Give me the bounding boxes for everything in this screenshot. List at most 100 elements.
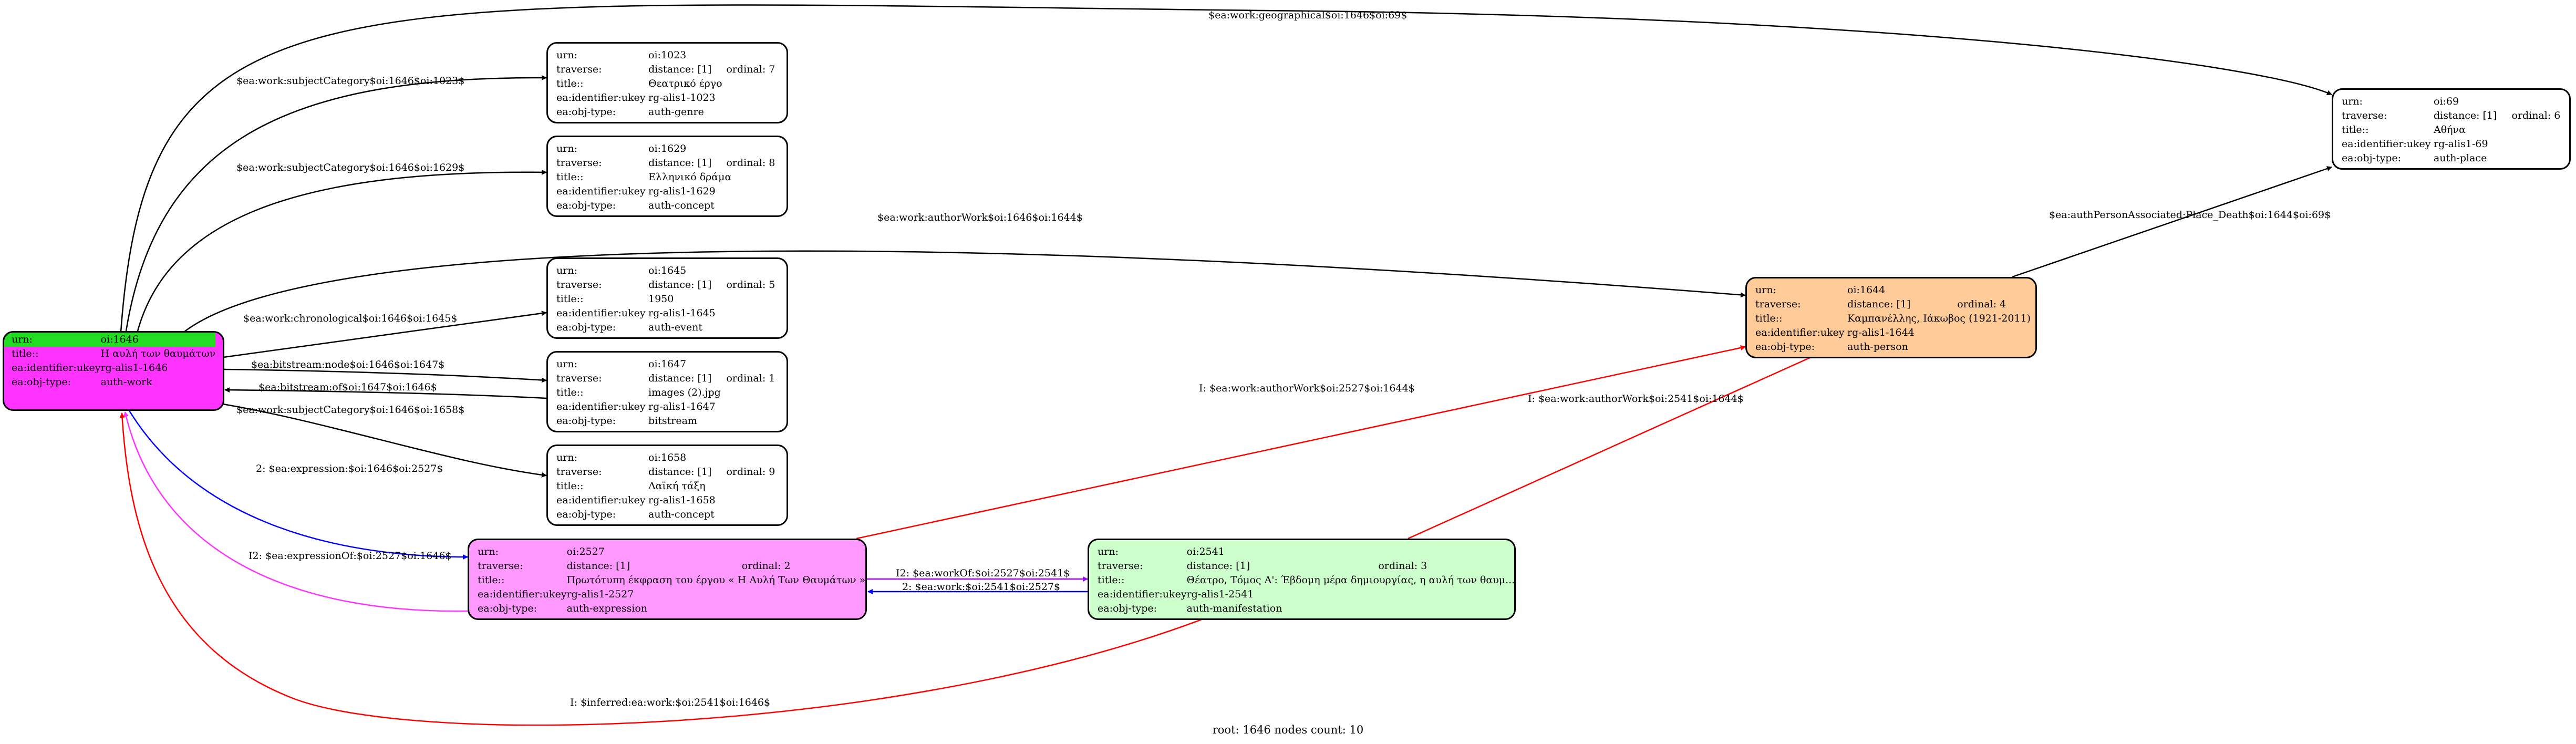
ukey-value: rg-alis1-1646 bbox=[100, 361, 168, 374]
urn-value: oi:1645 bbox=[648, 265, 687, 276]
label-inferred-work: I: $inferred:ea:work:$oi:2541$oi:1646$ bbox=[570, 697, 770, 708]
ordinal-value: ordinal: 7 bbox=[726, 63, 775, 75]
node-1645[interactable]: urn:oi:1645 traverse:distance: [1]ordina… bbox=[546, 257, 788, 339]
field-label: title:: bbox=[556, 171, 584, 183]
node-69[interactable]: urn:oi:69 traverse:distance: [1]ordinal:… bbox=[2332, 88, 2571, 170]
ordinal-value: ordinal: 6 bbox=[2511, 109, 2561, 121]
distance-value: distance: [1] bbox=[648, 63, 712, 75]
field-label: traverse: bbox=[556, 63, 602, 75]
objtype-value: auth-genre bbox=[648, 106, 704, 118]
field-label: ea:obj-type: bbox=[478, 602, 537, 614]
urn-value: oi:2541 bbox=[1186, 546, 1225, 557]
objtype-value: auth-expression bbox=[566, 602, 648, 614]
edge-bitstream-node bbox=[223, 368, 547, 383]
field-label: ea:identifier:ukey bbox=[2342, 138, 2431, 150]
edge-expression-of bbox=[123, 411, 468, 612]
objtype-value: auth-manifestation bbox=[1186, 602, 1282, 614]
label-inferred-author-2527: I: $ea:work:authorWork$oi:2527$oi:1644$ bbox=[1199, 383, 1415, 394]
field-label: ea:obj-type: bbox=[2342, 152, 2402, 164]
node-1647[interactable]: urn:oi:1647 traverse:distance: [1]ordina… bbox=[546, 351, 788, 432]
ukey-value: rg-alis1-2541 bbox=[1186, 588, 1254, 600]
label-chronological: $ea:work:chronological$oi:1646$oi:1645$ bbox=[243, 313, 457, 324]
graph-footer: root: 1646 nodes count: 10 bbox=[1212, 724, 1364, 736]
field-label: traverse: bbox=[1098, 560, 1143, 572]
field-label: ea:identifier:ukey bbox=[478, 588, 567, 600]
field-label: ea:identifier:ukey bbox=[556, 91, 646, 104]
distance-value: distance: [1] bbox=[648, 278, 712, 291]
distance-value: distance: [1] bbox=[648, 157, 712, 169]
node-1023[interactable]: urn:oi:1023 traverse:distance: [1]ordina… bbox=[546, 42, 788, 123]
field-label: traverse: bbox=[2342, 109, 2387, 121]
node-2527[interactable]: urn:oi:2527 traverse:distance: [1]ordina… bbox=[468, 539, 867, 620]
label-inferred-author-2541: I: $ea:work:authorWork$oi:2541$oi:1644$ bbox=[1528, 393, 1744, 405]
field-label: ea:identifier:ukey bbox=[556, 400, 646, 412]
field-label: ea:obj-type: bbox=[556, 199, 616, 211]
field-label: title:: bbox=[1755, 312, 1783, 324]
edge-subject-1629 bbox=[137, 169, 547, 332]
field-label: ea:obj-type: bbox=[556, 106, 616, 118]
field-label: traverse: bbox=[478, 560, 523, 572]
field-label: urn: bbox=[4, 333, 101, 347]
title-value: Θεατρικό έργο bbox=[648, 77, 722, 89]
urn-value: oi:1646 bbox=[100, 333, 216, 347]
ukey-value: rg-alis1-69 bbox=[2434, 138, 2488, 150]
field-label: ea:obj-type: bbox=[12, 376, 71, 388]
ordinal-value: ordinal: 5 bbox=[726, 278, 775, 291]
title-value: Θέατρο, Τόμος Α': Έβδομη μέρα δημιουργία… bbox=[1186, 574, 1515, 586]
node-2541[interactable]: urn:oi:2541 traverse:distance: [1]ordina… bbox=[1088, 539, 1516, 620]
field-label: urn: bbox=[478, 546, 499, 557]
field-label: urn: bbox=[556, 49, 577, 61]
title-value: Αθήνα bbox=[2434, 123, 2466, 136]
field-label: urn: bbox=[556, 358, 577, 370]
urn-value: oi:1647 bbox=[648, 358, 687, 370]
field-label: ea:identifier:ukey bbox=[556, 185, 646, 197]
field-label: traverse: bbox=[1755, 298, 1801, 310]
label-work-of: I2: $ea:workOf:$oi:2527$oi:2541$ bbox=[896, 567, 1070, 579]
edge-author-work bbox=[183, 250, 1746, 333]
label-subject-1023: $ea:work:subjectCategory$oi:1646$oi:1023… bbox=[236, 75, 464, 87]
urn-value: oi:1658 bbox=[648, 452, 687, 463]
distance-value: distance: [1] bbox=[2434, 109, 2497, 121]
title-value: Λαϊκή τάξη bbox=[648, 480, 706, 492]
objtype-value: auth-work bbox=[100, 376, 152, 388]
title-value: Η αυλή των θαυμάτων bbox=[100, 347, 216, 359]
urn-value: oi:1629 bbox=[648, 143, 687, 154]
edge-inferred-author-2541 bbox=[1408, 348, 1829, 540]
edge-subject-1658 bbox=[210, 401, 547, 478]
node-root-1646[interactable]: urn:oi:1646 title::Η αυλή των θαυμάτων e… bbox=[3, 331, 224, 411]
objtype-value: auth-event bbox=[648, 321, 702, 333]
ordinal-value: ordinal: 1 bbox=[726, 372, 775, 384]
urn-value: oi:2527 bbox=[566, 546, 605, 557]
title-value: Καμπανέλλης, Ιάκωβος (1921-2011) bbox=[1847, 312, 2031, 324]
label-work: 2: $ea:work:$oi:2541$oi:2527$ bbox=[902, 581, 1060, 593]
field-label: ea:identifier:ukey bbox=[556, 307, 646, 319]
ordinal-value: ordinal: 4 bbox=[1957, 298, 2006, 310]
node-1658[interactable]: urn:oi:1658 traverse:distance: [1]ordina… bbox=[546, 445, 788, 526]
distance-value: distance: [1] bbox=[648, 372, 712, 384]
ukey-value: rg-alis1-1644 bbox=[1847, 326, 1915, 338]
field-label: traverse: bbox=[556, 466, 602, 478]
title-value: Πρωτότυπη έκφραση του έργου « Η Αυλή Των… bbox=[566, 574, 866, 586]
field-label: title:: bbox=[12, 347, 39, 359]
objtype-value: auth-concept bbox=[648, 508, 715, 520]
label-geographical: $ea:work:geographical$oi:1646$oi:69$ bbox=[1208, 9, 1407, 21]
label-bitstream-node: $ea:bitstream:node$oi:1646$oi:1647$ bbox=[251, 359, 444, 370]
title-value: 1950 bbox=[648, 293, 674, 305]
ukey-value: rg-alis1-2527 bbox=[566, 588, 634, 600]
field-label: ea:obj-type: bbox=[1755, 340, 1815, 353]
ordinal-value: ordinal: 8 bbox=[726, 157, 775, 169]
urn-value: oi:1644 bbox=[1847, 284, 1886, 296]
distance-value: distance: [1] bbox=[1186, 560, 1250, 572]
node-1644[interactable]: urn:oi:1644 traverse:distance: [1]ordina… bbox=[1745, 277, 2037, 358]
field-label: ea:identifier:ukey bbox=[12, 361, 101, 374]
ukey-value: rg-alis1-1647 bbox=[648, 400, 716, 412]
objtype-value: auth-place bbox=[2434, 152, 2487, 164]
field-label: traverse: bbox=[556, 157, 602, 169]
ordinal-value: ordinal: 2 bbox=[741, 560, 791, 572]
field-label: urn: bbox=[2342, 96, 2363, 107]
edge-inferred-author-2527 bbox=[856, 345, 1746, 540]
field-label: title:: bbox=[478, 574, 505, 586]
node-1629[interactable]: urn:oi:1629 traverse:distance: [1]ordina… bbox=[546, 136, 788, 217]
edge-expression bbox=[128, 409, 468, 560]
